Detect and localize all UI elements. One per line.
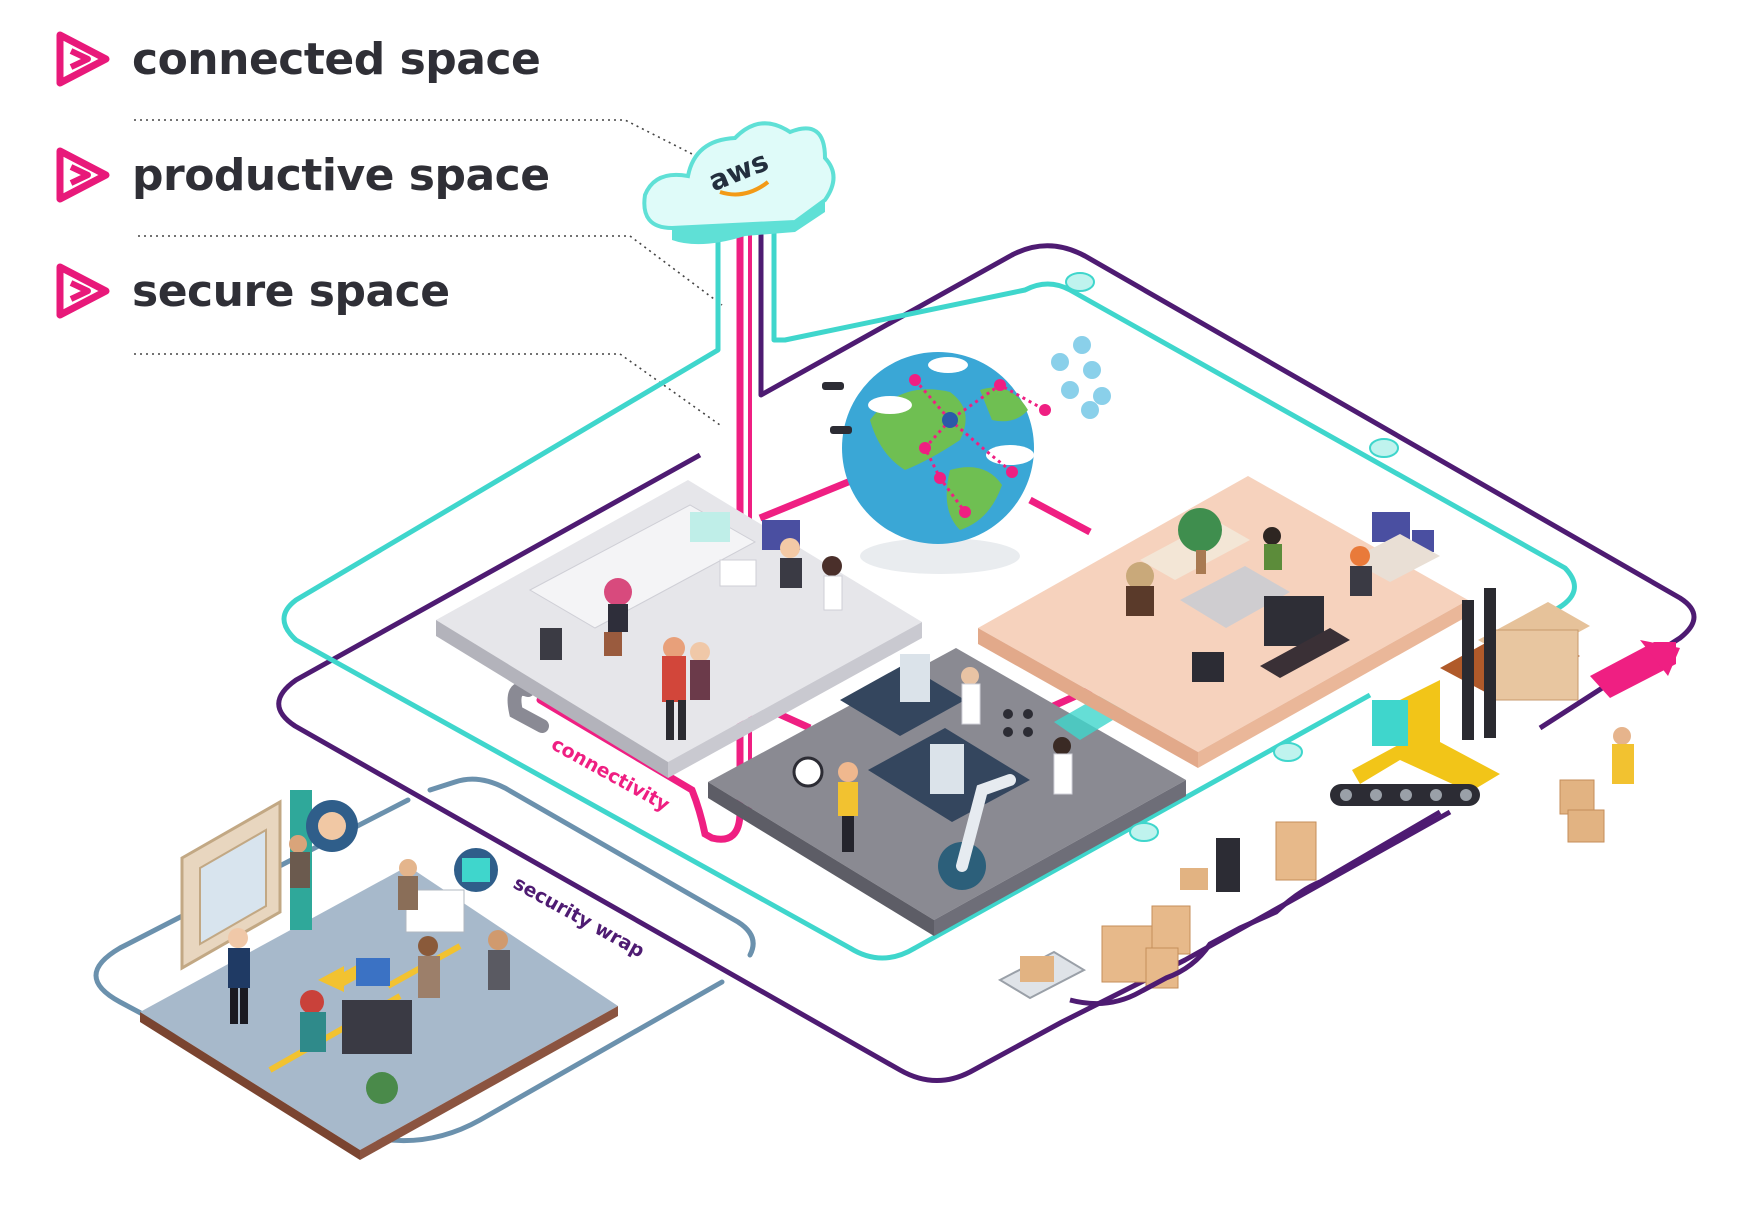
legend-label-productive: productive space <box>132 149 550 201</box>
logistics-area <box>997 588 1680 1007</box>
globe-link-right <box>1028 496 1092 536</box>
people-network-icons <box>1051 336 1111 419</box>
legend-productive-space: productive space <box>54 146 550 204</box>
legend-connected-space: connected space <box>54 30 541 88</box>
teal-network-path <box>281 210 1577 961</box>
office-platform <box>436 480 922 778</box>
legend-leader-lines <box>134 119 723 426</box>
edge-cloud-icons <box>1065 272 1399 842</box>
purple-network-path <box>276 218 1697 1083</box>
globe-link-left <box>758 474 860 522</box>
legend-label-connected: connected space <box>132 33 541 85</box>
factory-platform <box>708 648 1186 936</box>
chevron-play-icon <box>56 147 110 203</box>
legend-label-secure: secure space <box>132 265 450 317</box>
aws-cloud-icon: aws <box>642 121 836 245</box>
legend-secure-space: secure space <box>54 262 450 320</box>
home-platform <box>978 476 1468 768</box>
security-platform <box>140 790 618 1160</box>
chevron-play-icon <box>56 31 110 87</box>
connectivity-pipe <box>536 191 744 843</box>
drone-icons <box>822 382 852 434</box>
globe-icon <box>842 352 1051 574</box>
chevron-play-icon <box>56 263 110 319</box>
